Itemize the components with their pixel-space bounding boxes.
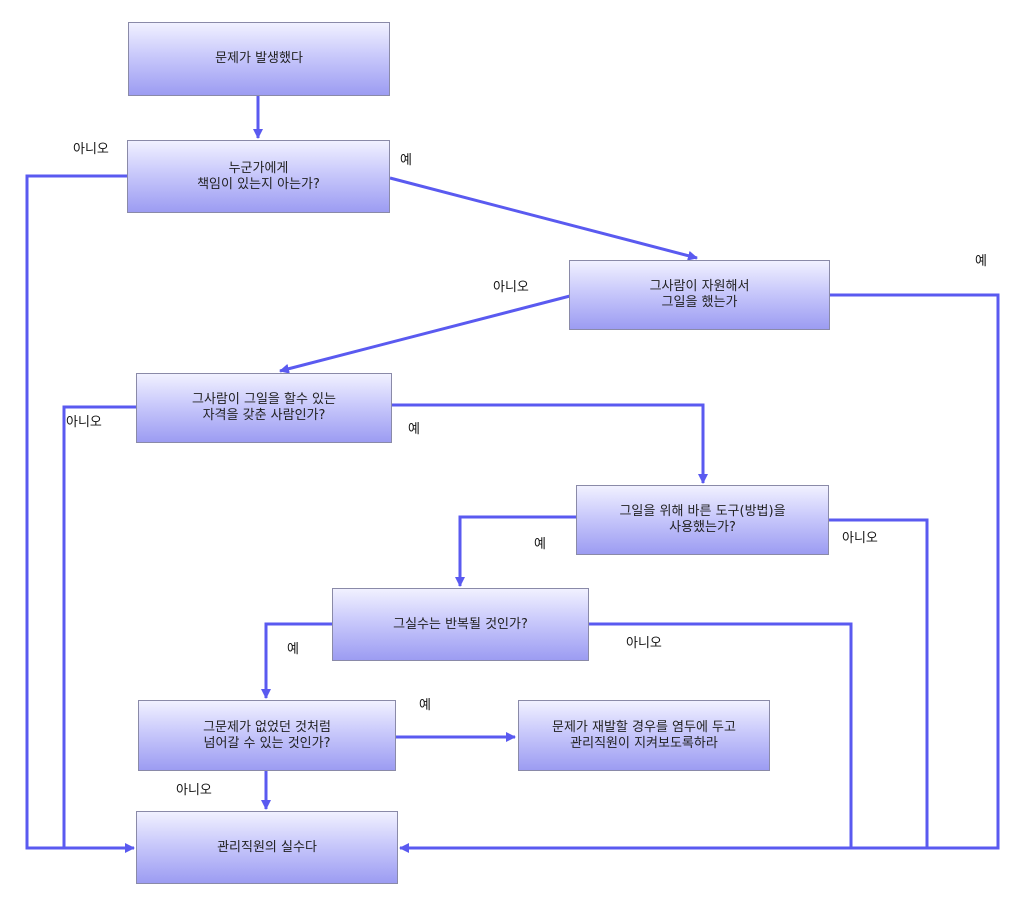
- node-q6-overlook: 그문제가 없었던 것처럼 넘어갈 수 있는 것인가?: [138, 700, 396, 771]
- label-q6-yes: 예: [419, 698, 431, 713]
- label-q3-yes: 예: [408, 422, 420, 437]
- edge-q2-no: [279, 294, 571, 374]
- edge-q4-no: [829, 518, 929, 848]
- label-q1-no: 아니오: [73, 142, 109, 157]
- node-start: 문제가 발생했다: [128, 22, 390, 96]
- label-q3-no: 아니오: [66, 415, 102, 430]
- edge-q3-yes: [392, 403, 708, 484]
- label-q4-yes: 예: [534, 537, 546, 552]
- label-q6-no: 아니오: [176, 783, 212, 798]
- label-q1-yes: 예: [400, 153, 412, 168]
- edge-q1-yes: [389, 176, 698, 261]
- edge-q5-yes: [261, 622, 333, 699]
- label-q5-no: 아니오: [626, 636, 662, 651]
- node-q5-repeat: 그실수는 반복될 것인가?: [332, 588, 589, 661]
- label-q5-yes: 예: [287, 642, 299, 657]
- node-q3-qualified: 그사람이 그일을 할수 있는 자격을 갖춘 사람인가?: [136, 373, 392, 443]
- node-q2-volunteered: 그사람이 자원해서 그일을 했는가: [569, 260, 830, 330]
- edge-q5-no: [589, 622, 853, 848]
- edge-q2-yes: [399, 293, 1000, 853]
- label-q4-no: 아니오: [842, 531, 878, 546]
- node-q1-responsibility: 누군가에게 책임이 있는지 아는가?: [127, 140, 390, 213]
- edge-q3-no: [62, 405, 137, 848]
- label-q2-yes: 예: [975, 254, 987, 269]
- node-result-watch: 문제가 재발할 경우를 염두에 두고 관리직원이 지켜보도록하라: [518, 700, 770, 771]
- label-q2-no: 아니오: [493, 280, 529, 295]
- edge-q4-yes: [455, 515, 577, 587]
- node-q4-right-tool: 그일을 위해 바른 도구(방법)을 사용했는가?: [576, 485, 829, 555]
- node-result-manager-mistake: 관리직원의 실수다: [136, 811, 398, 884]
- edge-q1-no: [25, 174, 135, 853]
